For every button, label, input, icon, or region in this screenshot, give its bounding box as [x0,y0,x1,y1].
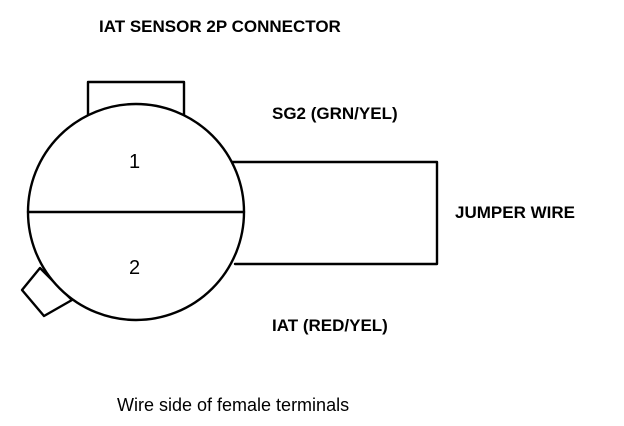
diagram-caption: Wire side of female terminals [117,395,349,415]
jumper-wire [230,160,439,266]
pin-1-label: 1 [129,151,140,173]
pin-2-label: 2 [129,257,140,279]
diagram-title: IAT SENSOR 2P CONNECTOR [99,17,341,36]
bottom-wire-label: IAT (RED/YEL) [272,316,388,335]
top-wire-label: SG2 (GRN/YEL) [272,104,398,123]
jumper-wire-label: JUMPER WIRE [455,203,575,222]
